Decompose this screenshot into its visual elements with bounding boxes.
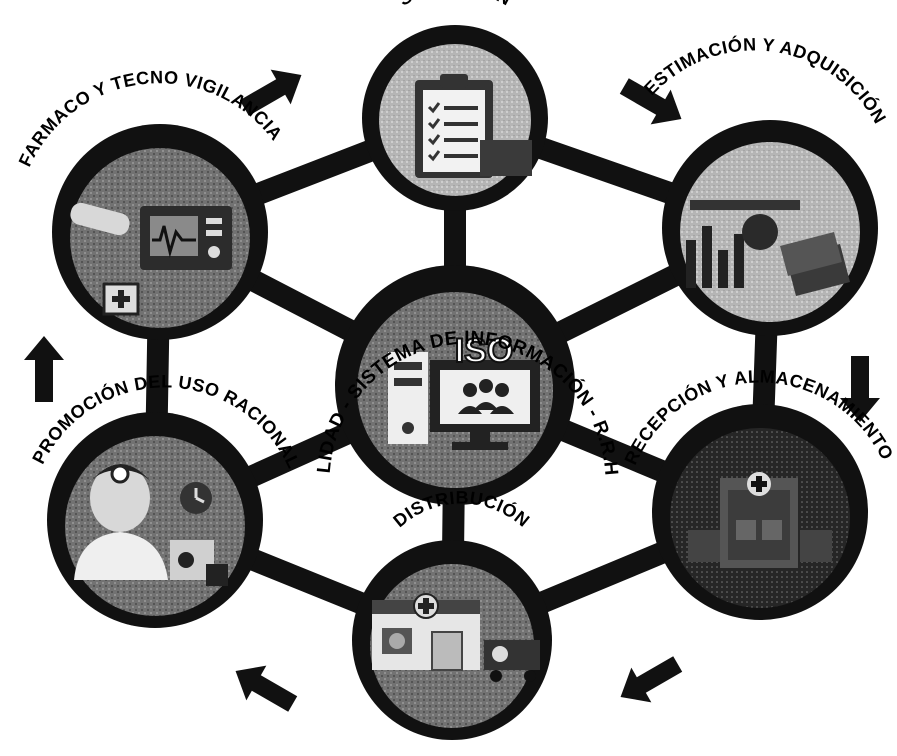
arrow-icon — [619, 78, 682, 125]
computer-users-icon: ISO — [388, 331, 540, 450]
clipboard-checklist-icon — [415, 74, 532, 178]
arrow-icon — [840, 356, 880, 422]
doctor-icon — [74, 464, 228, 586]
node-distribucion — [352, 540, 552, 740]
node-estimacion — [662, 120, 878, 336]
bar-chart-money-icon — [686, 200, 850, 296]
arrow-icon — [239, 69, 302, 116]
node-promocion — [47, 412, 263, 628]
cycle-arrows — [24, 69, 880, 712]
medical-monitor-icon — [70, 202, 232, 316]
pharmacy-truck-icon — [372, 593, 540, 682]
node-seleccion — [362, 25, 548, 211]
node-center: ISO — [335, 265, 575, 505]
node-farmaco — [52, 124, 268, 340]
node-recepcion — [652, 404, 868, 620]
arrow-icon — [24, 336, 64, 402]
iso-screen-text: ISO — [455, 332, 514, 370]
arrow-icon — [620, 656, 683, 703]
arrow-icon — [235, 665, 298, 712]
warehouse-icon — [688, 472, 832, 568]
label-seleccion: SELECCIÓN — [395, 0, 514, 10]
